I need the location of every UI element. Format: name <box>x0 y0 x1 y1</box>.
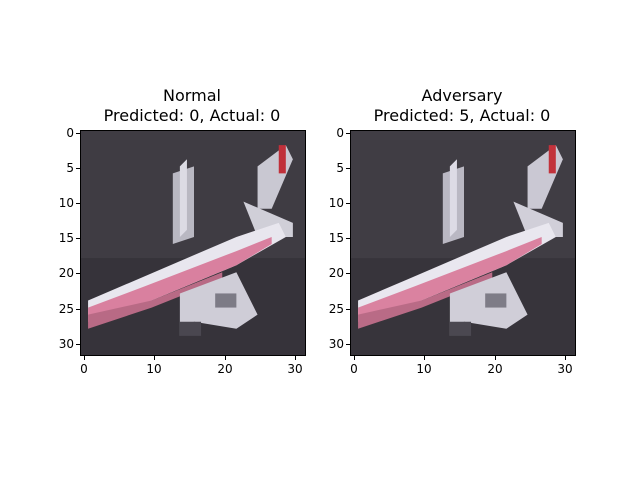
left-ytick-0: 0 <box>66 126 74 140</box>
left-xtick-10: 10 <box>146 362 162 376</box>
left-ytick-15: 15 <box>58 231 74 245</box>
right-ytick-10: 10 <box>328 196 344 210</box>
right-title-line2: Predicted: 5, Actual: 0 <box>373 106 551 125</box>
left-title-line2: Predicted: 0, Actual: 0 <box>103 106 281 125</box>
left-ytick-5: 5 <box>66 161 74 175</box>
left-title-line1: Normal <box>163 86 221 105</box>
right-xtick-20: 20 <box>487 362 503 376</box>
right-ytick-20: 20 <box>328 266 344 280</box>
left-xtick-20: 20 <box>217 362 233 376</box>
left-ytick-10: 10 <box>58 196 74 210</box>
right-ytick-15: 15 <box>328 231 344 245</box>
right-airplane-image <box>351 131 575 355</box>
right-xtick-10: 10 <box>416 362 432 376</box>
left-ytick-25: 25 <box>58 302 74 316</box>
left-xtick-30: 30 <box>287 362 303 376</box>
left-title: Normal Predicted: 0, Actual: 0 <box>42 86 342 126</box>
right-ytick-25: 25 <box>328 302 344 316</box>
right-ytick-0: 0 <box>336 126 344 140</box>
right-image-axes <box>350 130 576 356</box>
right-title-line1: Adversary <box>421 86 503 105</box>
left-image-axes <box>80 130 306 356</box>
right-xtick-30: 30 <box>557 362 573 376</box>
right-xtick-0: 0 <box>350 362 358 376</box>
left-ytick-20: 20 <box>58 266 74 280</box>
right-ytick-5: 5 <box>336 161 344 175</box>
left-xtick-0: 0 <box>80 362 88 376</box>
left-ytick-30: 30 <box>58 337 74 351</box>
right-title: Adversary Predicted: 5, Actual: 0 <box>312 86 612 126</box>
left-airplane-image <box>81 131 305 355</box>
right-ytick-30: 30 <box>328 337 344 351</box>
